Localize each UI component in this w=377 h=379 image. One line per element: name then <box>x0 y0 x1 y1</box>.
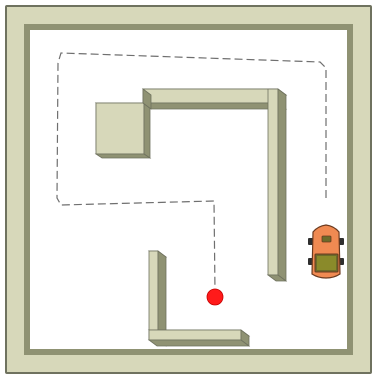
right-wall-side <box>278 89 286 281</box>
square-obstacle <box>96 103 150 158</box>
target-point <box>207 289 223 305</box>
floor <box>30 30 347 349</box>
right-wall <box>268 89 286 281</box>
bottom-left-wall-face <box>149 251 158 340</box>
bottom-wall <box>149 330 249 346</box>
square-obstacle-face <box>96 103 144 154</box>
top-wall <box>143 89 286 109</box>
square-obstacle-right <box>144 103 150 158</box>
bottom-wall-bottom <box>149 340 249 346</box>
robot-sensor <box>322 236 331 242</box>
robot <box>308 225 344 278</box>
top-wall-face <box>143 89 278 103</box>
robot-panel-inner <box>317 256 336 270</box>
square-obstacle-bottom <box>96 154 150 158</box>
outer-wall <box>6 6 371 373</box>
bottom-wall-face <box>149 330 241 340</box>
top-wall-bottom <box>143 103 286 109</box>
right-wall-face <box>268 89 278 275</box>
